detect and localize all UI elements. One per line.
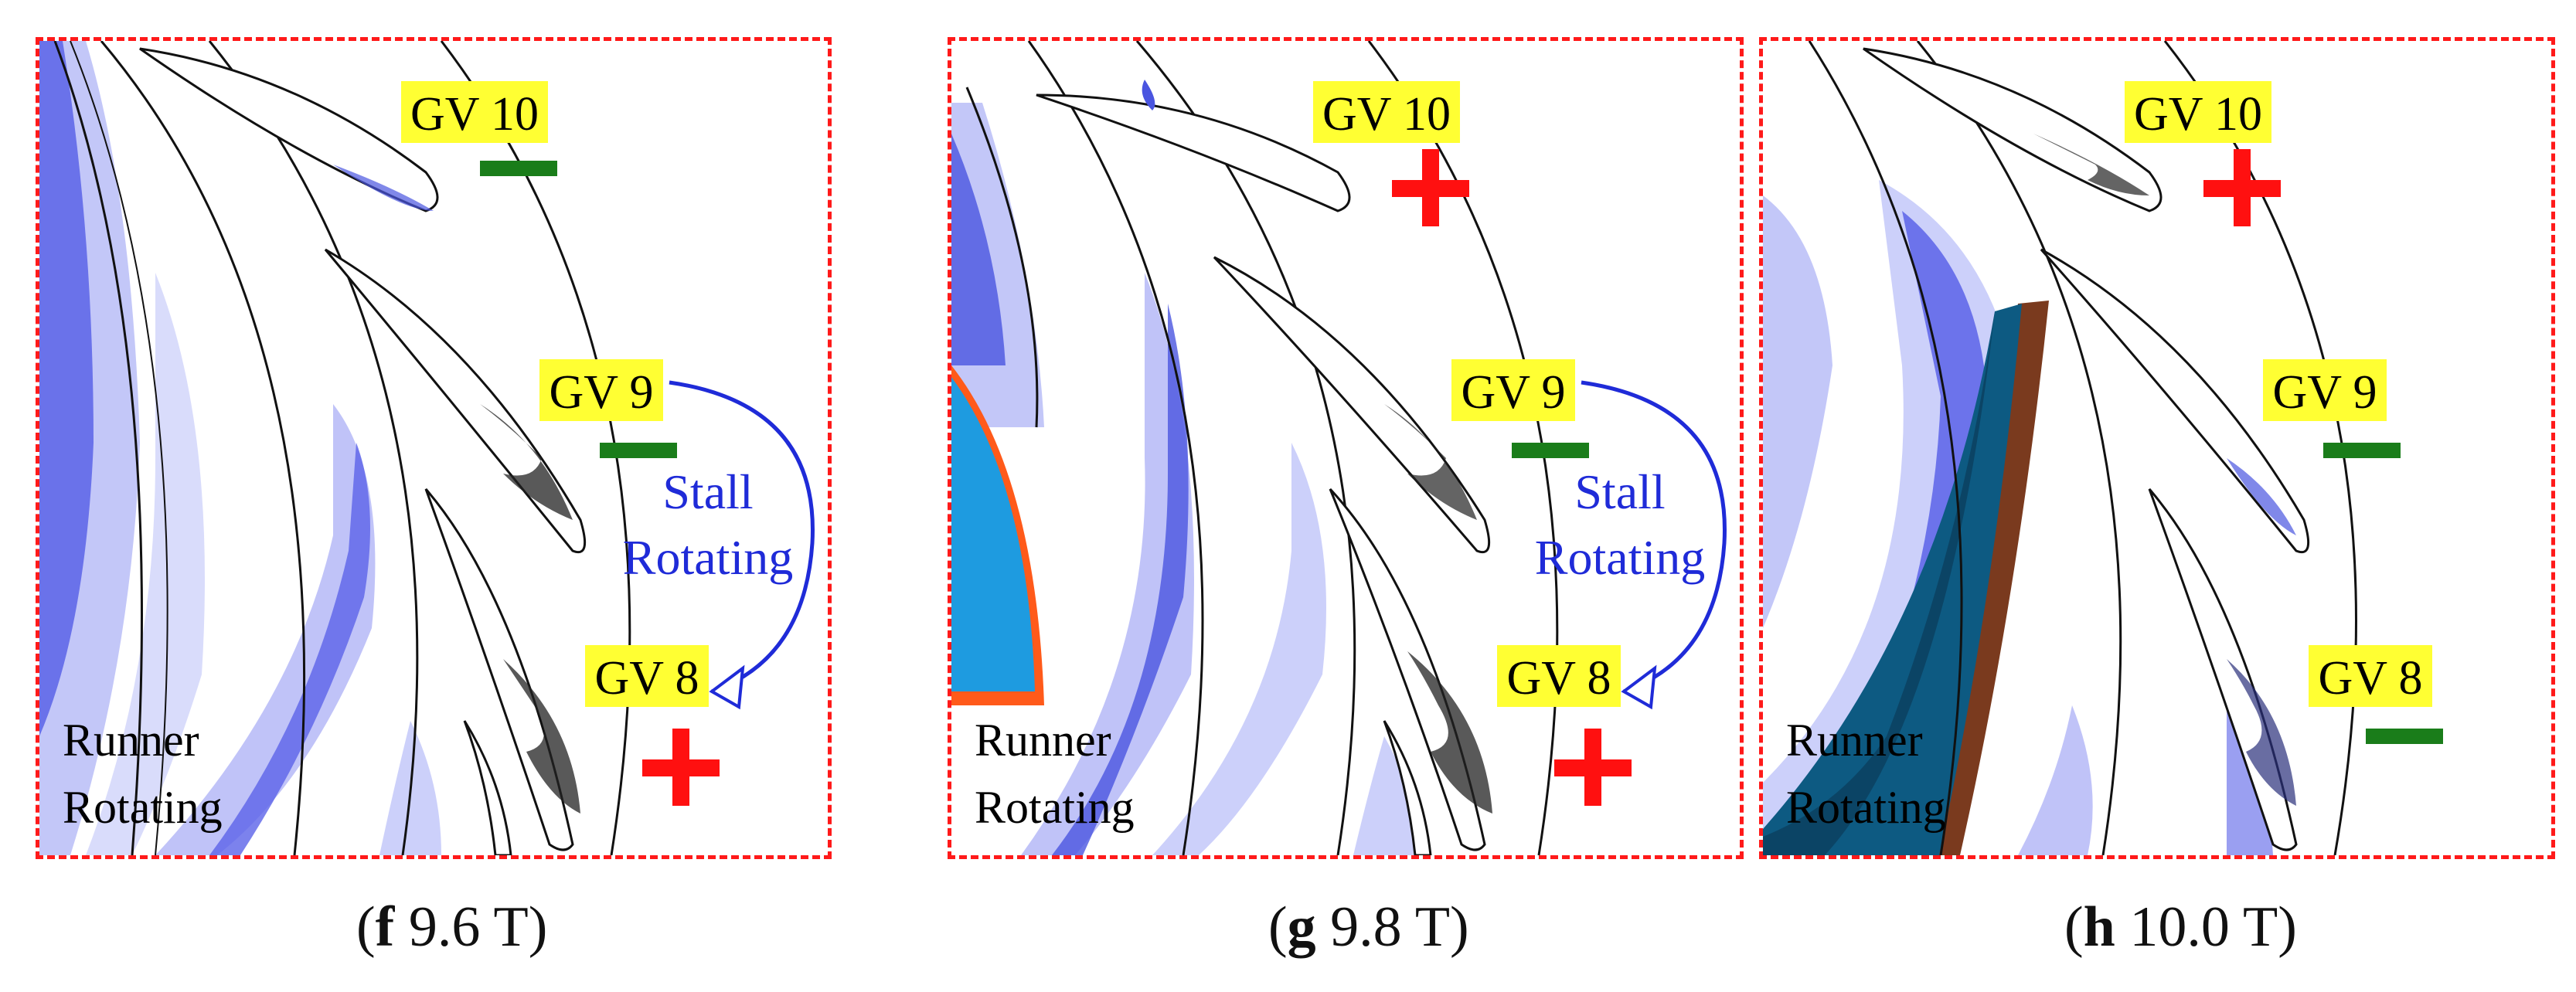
stall-arrow	[1581, 380, 1727, 694]
gv9-label: GV 9	[2273, 366, 2377, 419]
plus-sign-gv10	[2203, 149, 2281, 226]
contour-region	[333, 165, 434, 211]
caption-h-letter: h	[2083, 895, 2115, 959]
guide-vane-7	[463, 720, 512, 855]
minus-sign-gv9	[600, 443, 677, 458]
contour-region	[1052, 304, 1189, 855]
runner-outer-circle	[1916, 41, 2122, 855]
runner-outer-circle	[208, 41, 419, 855]
shaded-band	[1937, 301, 2049, 855]
stall-arrow	[669, 380, 815, 694]
gv8-label: GV 8	[595, 652, 699, 705]
caption-f: (f 9.6 T)	[356, 895, 548, 959]
stall-rotating-label: Rotating	[623, 530, 793, 585]
stall-label: Stall	[1574, 464, 1665, 519]
contour-region	[2227, 458, 2296, 535]
stall-arrow-head	[1621, 664, 1657, 710]
runner-label: Runner	[1786, 715, 1923, 766]
vortex-lines	[1384, 404, 1477, 520]
gv10-label-bg	[2125, 81, 2271, 143]
shaded-region	[951, 377, 1035, 691]
runner-rotating-label: Rotating	[63, 782, 223, 833]
stall-rotating-label: Rotating	[1535, 530, 1705, 585]
stall-label: Stall	[662, 464, 753, 519]
gv8-label-bg	[2309, 645, 2432, 707]
minus-sign-gv10	[480, 161, 557, 176]
vortex-lines	[2227, 659, 2296, 806]
minus-sign-gv9	[1512, 443, 1589, 458]
runner-blade	[1027, 41, 1204, 855]
panel-f-drawing: GV 10 GV 9 GV 8 Stall Rotating Runner Ro…	[39, 41, 815, 855]
gv8-label: GV 8	[2319, 652, 2423, 705]
vortex-lines	[480, 404, 573, 520]
contour-region	[1763, 195, 1832, 628]
contour-region	[1152, 443, 1326, 855]
panel-h: GV 10 GV 9 GV 8 Runner Rotating	[1759, 37, 2555, 859]
plus-sign-gv8	[1554, 729, 1632, 806]
vortex-lines	[2033, 134, 2149, 195]
gv8-label-bg	[585, 645, 709, 707]
gv10-label: GV 10	[1322, 88, 1451, 141]
runner-blade	[100, 41, 306, 855]
minus-sign-gv9	[2323, 443, 2401, 458]
plus-sign-gv8	[642, 729, 720, 806]
caption-g-text: 9.8 T	[1315, 895, 1451, 959]
gv10-label-bg	[401, 81, 548, 143]
runner-blade	[965, 87, 1039, 428]
guide-vane-9	[1213, 256, 1491, 553]
runner-blade	[1808, 41, 1963, 855]
contour-region	[209, 443, 370, 855]
runner-label: Runner	[63, 715, 199, 766]
runner-rotating-label: Rotating	[975, 782, 1135, 833]
guide-vane-7	[1383, 720, 1432, 855]
vortex-lines	[1407, 651, 1492, 814]
vortex-lines	[503, 659, 580, 814]
gv10-label: GV 10	[410, 88, 539, 141]
caption-g-letter: g	[1287, 895, 1316, 959]
guide-vane-10	[1036, 93, 1351, 212]
contour-region	[1142, 80, 1155, 110]
contour-region	[951, 134, 1006, 365]
caption-f-text: 9.6 T	[394, 895, 529, 959]
minus-sign-gv8	[2366, 729, 2443, 744]
contour-region	[2018, 705, 2093, 855]
gv9-label-bg	[2263, 359, 2387, 421]
guide-vane-8	[2148, 488, 2298, 851]
gv9-label: GV 9	[1462, 366, 1566, 419]
panel-g-drawing: GV 10 GV 9 GV 8 Stall Rotating Runner Ro…	[951, 41, 1727, 855]
caption-g: (g 9.8 T)	[1268, 895, 1469, 959]
gv10-label: GV 10	[2134, 88, 2262, 141]
runner-rotating-label: Rotating	[1786, 782, 1946, 833]
guide-vane-10	[1863, 47, 2163, 212]
caption-h: (h 10.0 T)	[2064, 895, 2297, 959]
panel-g: GV 10 GV 9 GV 8 Stall Rotating Runner Ro…	[948, 37, 1744, 859]
contour-region	[86, 273, 205, 855]
panel-f: GV 10 GV 9 GV 8 Stall Rotating Runner Ro…	[36, 37, 832, 859]
gv10-label-bg	[1313, 81, 1460, 143]
contour-region	[1809, 211, 1987, 855]
panel-h-drawing: GV 10 GV 9 GV 8 Runner Rotating	[1763, 41, 2443, 855]
runner-label: Runner	[975, 715, 1111, 766]
gv8-label: GV 8	[1507, 652, 1611, 705]
contour-region	[1021, 273, 1194, 855]
stall-arrow-head	[709, 664, 745, 710]
gv9-label-bg	[1451, 359, 1575, 421]
gv9-label: GV 9	[550, 366, 654, 419]
contour-region	[39, 41, 94, 736]
caption-h-text: 10.0 T	[2115, 895, 2278, 959]
gv8-label-bg	[1497, 645, 1621, 707]
caption-f-letter: f	[375, 895, 395, 959]
runner-blade	[53, 41, 143, 855]
contour-region	[1353, 736, 1423, 855]
gv9-label-bg	[539, 359, 663, 421]
plus-sign-gv10	[1392, 149, 1469, 226]
guide-vane-10	[139, 47, 439, 212]
runner-blade	[70, 41, 168, 855]
